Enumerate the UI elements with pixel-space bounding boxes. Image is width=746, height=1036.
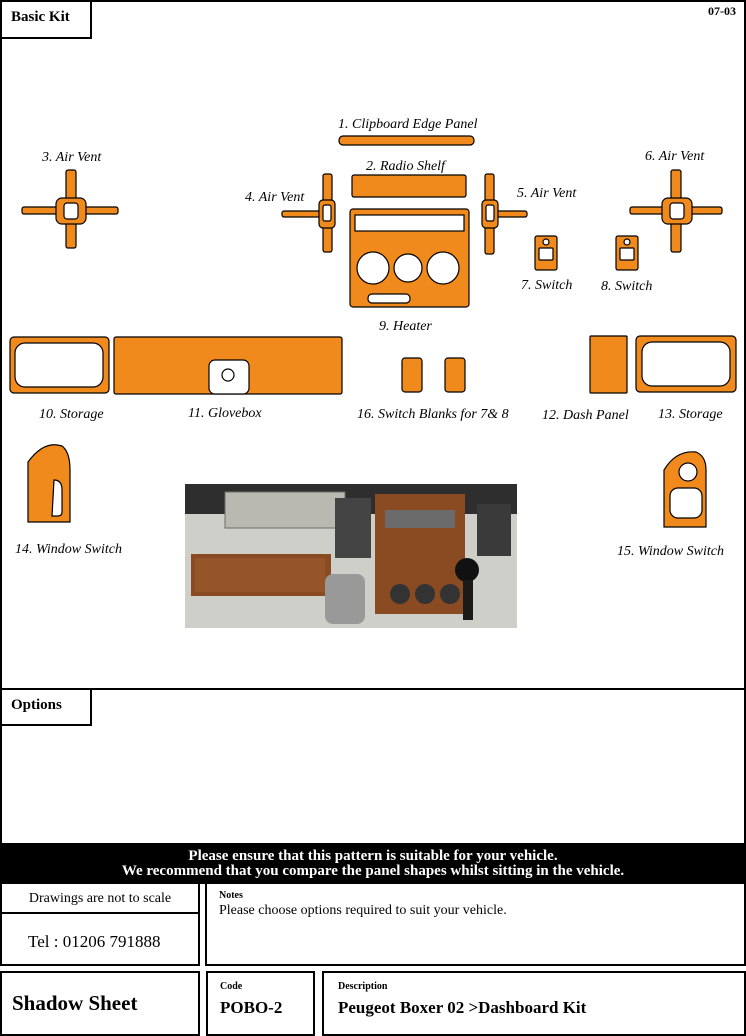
part-storage-13 [635, 335, 737, 393]
part-clipboard-edge-panel [338, 135, 475, 146]
date-code: 07-03 [708, 4, 736, 18]
label-part-3: 3. Air Vent [42, 150, 102, 165]
description-box: Description Peugeot Boxer 02 >Dashboard … [322, 971, 746, 1036]
basic-kit-tab: Basic Kit [0, 0, 92, 39]
label-part-11: 11. Glovebox [188, 406, 262, 421]
telephone: Tel : 01206 791888 [28, 932, 161, 951]
label-part-1: 1. Clipboard Edge Panel [338, 117, 478, 132]
parts-diagram [9, 135, 737, 528]
options-frame [0, 688, 746, 845]
code-value: POBO-2 [220, 998, 283, 1017]
part-storage-10 [9, 336, 110, 394]
sheet-title: Shadow Sheet [12, 991, 138, 1015]
options-tab: Options [0, 688, 92, 726]
label-part-12: 12. Dash Panel [542, 408, 629, 423]
label-part-5: 5. Air Vent [517, 186, 577, 201]
label-part-14: 14. Window Switch [15, 542, 122, 557]
description-label: Description [338, 981, 388, 992]
scale-note: Drawings are not to scale [28, 891, 172, 906]
warning-banner: Please ensure that this pattern is suita… [0, 843, 746, 884]
label-part-6: 6. Air Vent [645, 149, 705, 164]
code-label: Code [220, 981, 243, 992]
label-part-16: 16. Switch Blanks for 7& 8 [357, 407, 509, 422]
part-switch-7 [534, 235, 558, 271]
warning-line-1: Please ensure that this pattern is suita… [188, 848, 558, 864]
label-part-2: 2. Radio Shelf [366, 159, 445, 174]
label-part-9: 9. Heater [379, 319, 432, 334]
code-box: Code POBO-2 [206, 971, 315, 1036]
tel-box: Tel : 01206 791888 [0, 912, 200, 966]
part-air-vent-5 [481, 173, 528, 255]
part-switch-blank-1 [401, 357, 423, 393]
label-part-7: 7. Switch [521, 278, 573, 293]
part-heater [349, 208, 470, 308]
notes-box: Notes Please choose options required to … [205, 882, 746, 966]
part-radio-shelf [351, 174, 467, 198]
part-switch-8 [615, 235, 639, 271]
part-switch-blank-2 [444, 357, 466, 393]
warning-line-2: We recommend that you compare the panel … [121, 863, 625, 879]
label-part-15: 15. Window Switch [617, 544, 724, 559]
label-part-13: 13. Storage [658, 407, 723, 422]
notes-text: Please choose options required to suit y… [219, 903, 507, 918]
notes-label: Notes [219, 890, 243, 901]
part-window-switch-15 [663, 451, 707, 528]
description-value: Peugeot Boxer 02 >Dashboard Kit [338, 998, 587, 1017]
part-air-vent-4 [281, 173, 336, 253]
label-part-10: 10. Storage [39, 407, 104, 422]
part-window-switch-14 [27, 444, 71, 523]
dashboard-photo [185, 484, 517, 628]
scale-note-box: Drawings are not to scale [0, 882, 200, 914]
part-dash-panel-12 [589, 335, 628, 394]
part-glovebox-11 [113, 336, 343, 395]
part-air-vent-6 [629, 169, 723, 253]
part-air-vent-3 [21, 169, 119, 249]
label-part-4: 4. Air Vent [245, 190, 305, 205]
title-box: Shadow Sheet [0, 971, 200, 1036]
label-part-8: 8. Switch [601, 279, 653, 294]
